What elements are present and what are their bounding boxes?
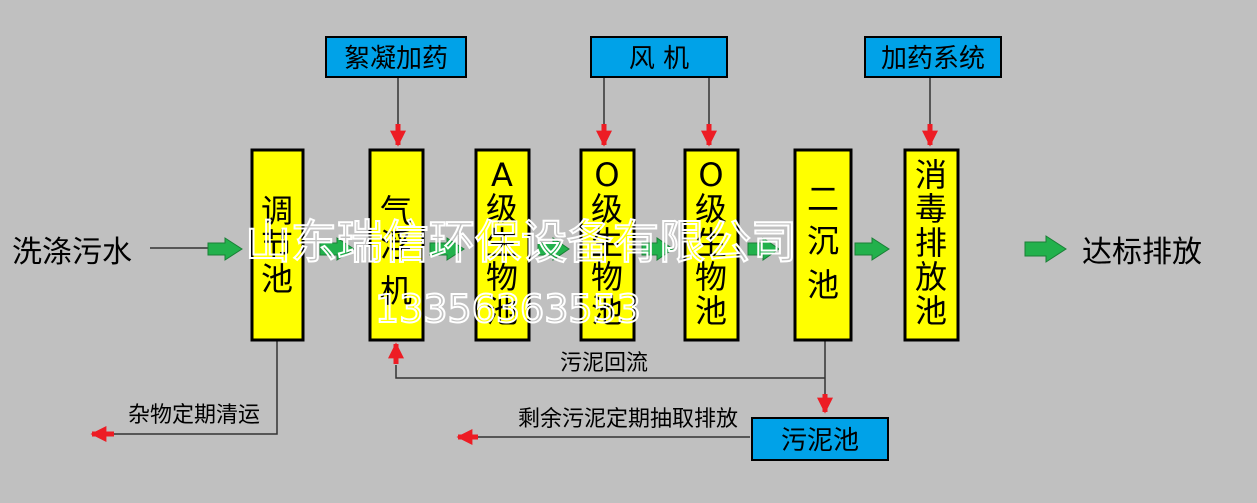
tank-o-bio-1-char: O xyxy=(594,156,619,194)
flow-arrow-6 xyxy=(854,237,890,261)
tank-o-bio-2-char: 物 xyxy=(695,258,727,296)
effluent-label: 达标排放 xyxy=(1082,235,1202,270)
tank-disinfection-char: 排 xyxy=(915,224,947,262)
flow-arrow-2 xyxy=(429,237,465,261)
tank-a-bio-char: 生 xyxy=(486,224,518,262)
tank-air-flotation-char: 机 xyxy=(380,272,412,310)
tank-regulating-char: 池 xyxy=(261,260,293,298)
tank-secondary-clarifier-char: 沉 xyxy=(807,222,839,260)
tank-o-bio-1-char: 生 xyxy=(591,224,623,262)
flow-arrow-1 xyxy=(319,237,355,261)
tank-a-bio-char: 物 xyxy=(486,258,518,296)
tank-a-bio: A 级 生 物 池 xyxy=(474,148,531,342)
flow-arrow-influent xyxy=(207,237,243,261)
tank-disinfection-char: 放 xyxy=(915,258,947,296)
tank-o-bio-1: O 级 生 物 池 xyxy=(579,148,636,342)
feed-arrows xyxy=(90,124,939,446)
watermark-company: 山东瑞信环保设备有限公司 xyxy=(245,215,797,269)
tank-disinfection-char: 毒 xyxy=(915,190,947,228)
input-boxes: 絮凝加药 风 机 加药系统 污泥池 xyxy=(325,36,1002,461)
tank-disinfection-char: 消 xyxy=(915,156,947,194)
flow-arrow-3 xyxy=(537,237,570,261)
flow-arrow-effluent xyxy=(1024,235,1067,263)
flow-arrow-4 xyxy=(641,237,674,261)
influent-label: 洗涤污水 xyxy=(12,235,132,270)
tank-secondary-clarifier-char: 二 xyxy=(807,180,839,218)
blower-label: 风 机 xyxy=(629,44,689,74)
tank-regulating-char: 节 xyxy=(261,226,293,264)
tank-o-bio-2-char: O xyxy=(698,156,723,194)
flow-arrow-5 xyxy=(747,237,780,261)
flow-arrows xyxy=(207,235,1067,263)
tank-regulating-char: 调 xyxy=(261,192,293,230)
tank-air-flotation: 气 浮 机 xyxy=(368,148,425,342)
process-tanks: 调 节 池 气 浮 机 A 级 生 物 池 O 级 生 物 池 O xyxy=(250,148,960,342)
tank-o-bio-1-char: 池 xyxy=(591,292,623,330)
tank-disinfection: 消 毒 排 放 池 xyxy=(903,148,960,342)
tank-air-flotation-char: 气 xyxy=(380,192,412,230)
sludge-return-label: 污泥回流 xyxy=(560,351,648,376)
excess-sludge-label: 剩余污泥定期抽取排放 xyxy=(518,407,738,432)
dosing-label: 加药系统 xyxy=(881,44,985,74)
tank-disinfection-char: 池 xyxy=(915,292,947,330)
tank-a-bio-char: 池 xyxy=(486,292,518,330)
watermark-phone: 13356363553 xyxy=(375,287,641,331)
tank-a-bio-char: 级 xyxy=(486,190,518,228)
tank-o-bio-1-char: 物 xyxy=(591,258,623,296)
tank-o-bio-2-char: 池 xyxy=(695,292,727,330)
tank-regulating: 调 节 池 xyxy=(250,148,305,342)
tank-o-bio-2-char: 生 xyxy=(695,224,727,262)
coagulant-label: 絮凝加药 xyxy=(344,44,448,74)
tank-o-bio-2-char: 级 xyxy=(695,190,727,228)
tank-a-bio-char: A xyxy=(491,156,513,194)
sludge-tank-label: 污泥池 xyxy=(781,426,859,456)
tank-secondary-clarifier-char: 池 xyxy=(807,266,839,304)
tank-secondary-clarifier: 二 沉 池 xyxy=(793,148,853,342)
tank-air-flotation-char: 浮 xyxy=(380,226,412,264)
tank-o-bio-1-char: 级 xyxy=(591,190,623,228)
tank-o-bio-2: O 级 生 物 池 xyxy=(683,148,740,342)
connector-lines xyxy=(113,77,931,438)
debris-label: 杂物定期清运 xyxy=(128,403,260,428)
